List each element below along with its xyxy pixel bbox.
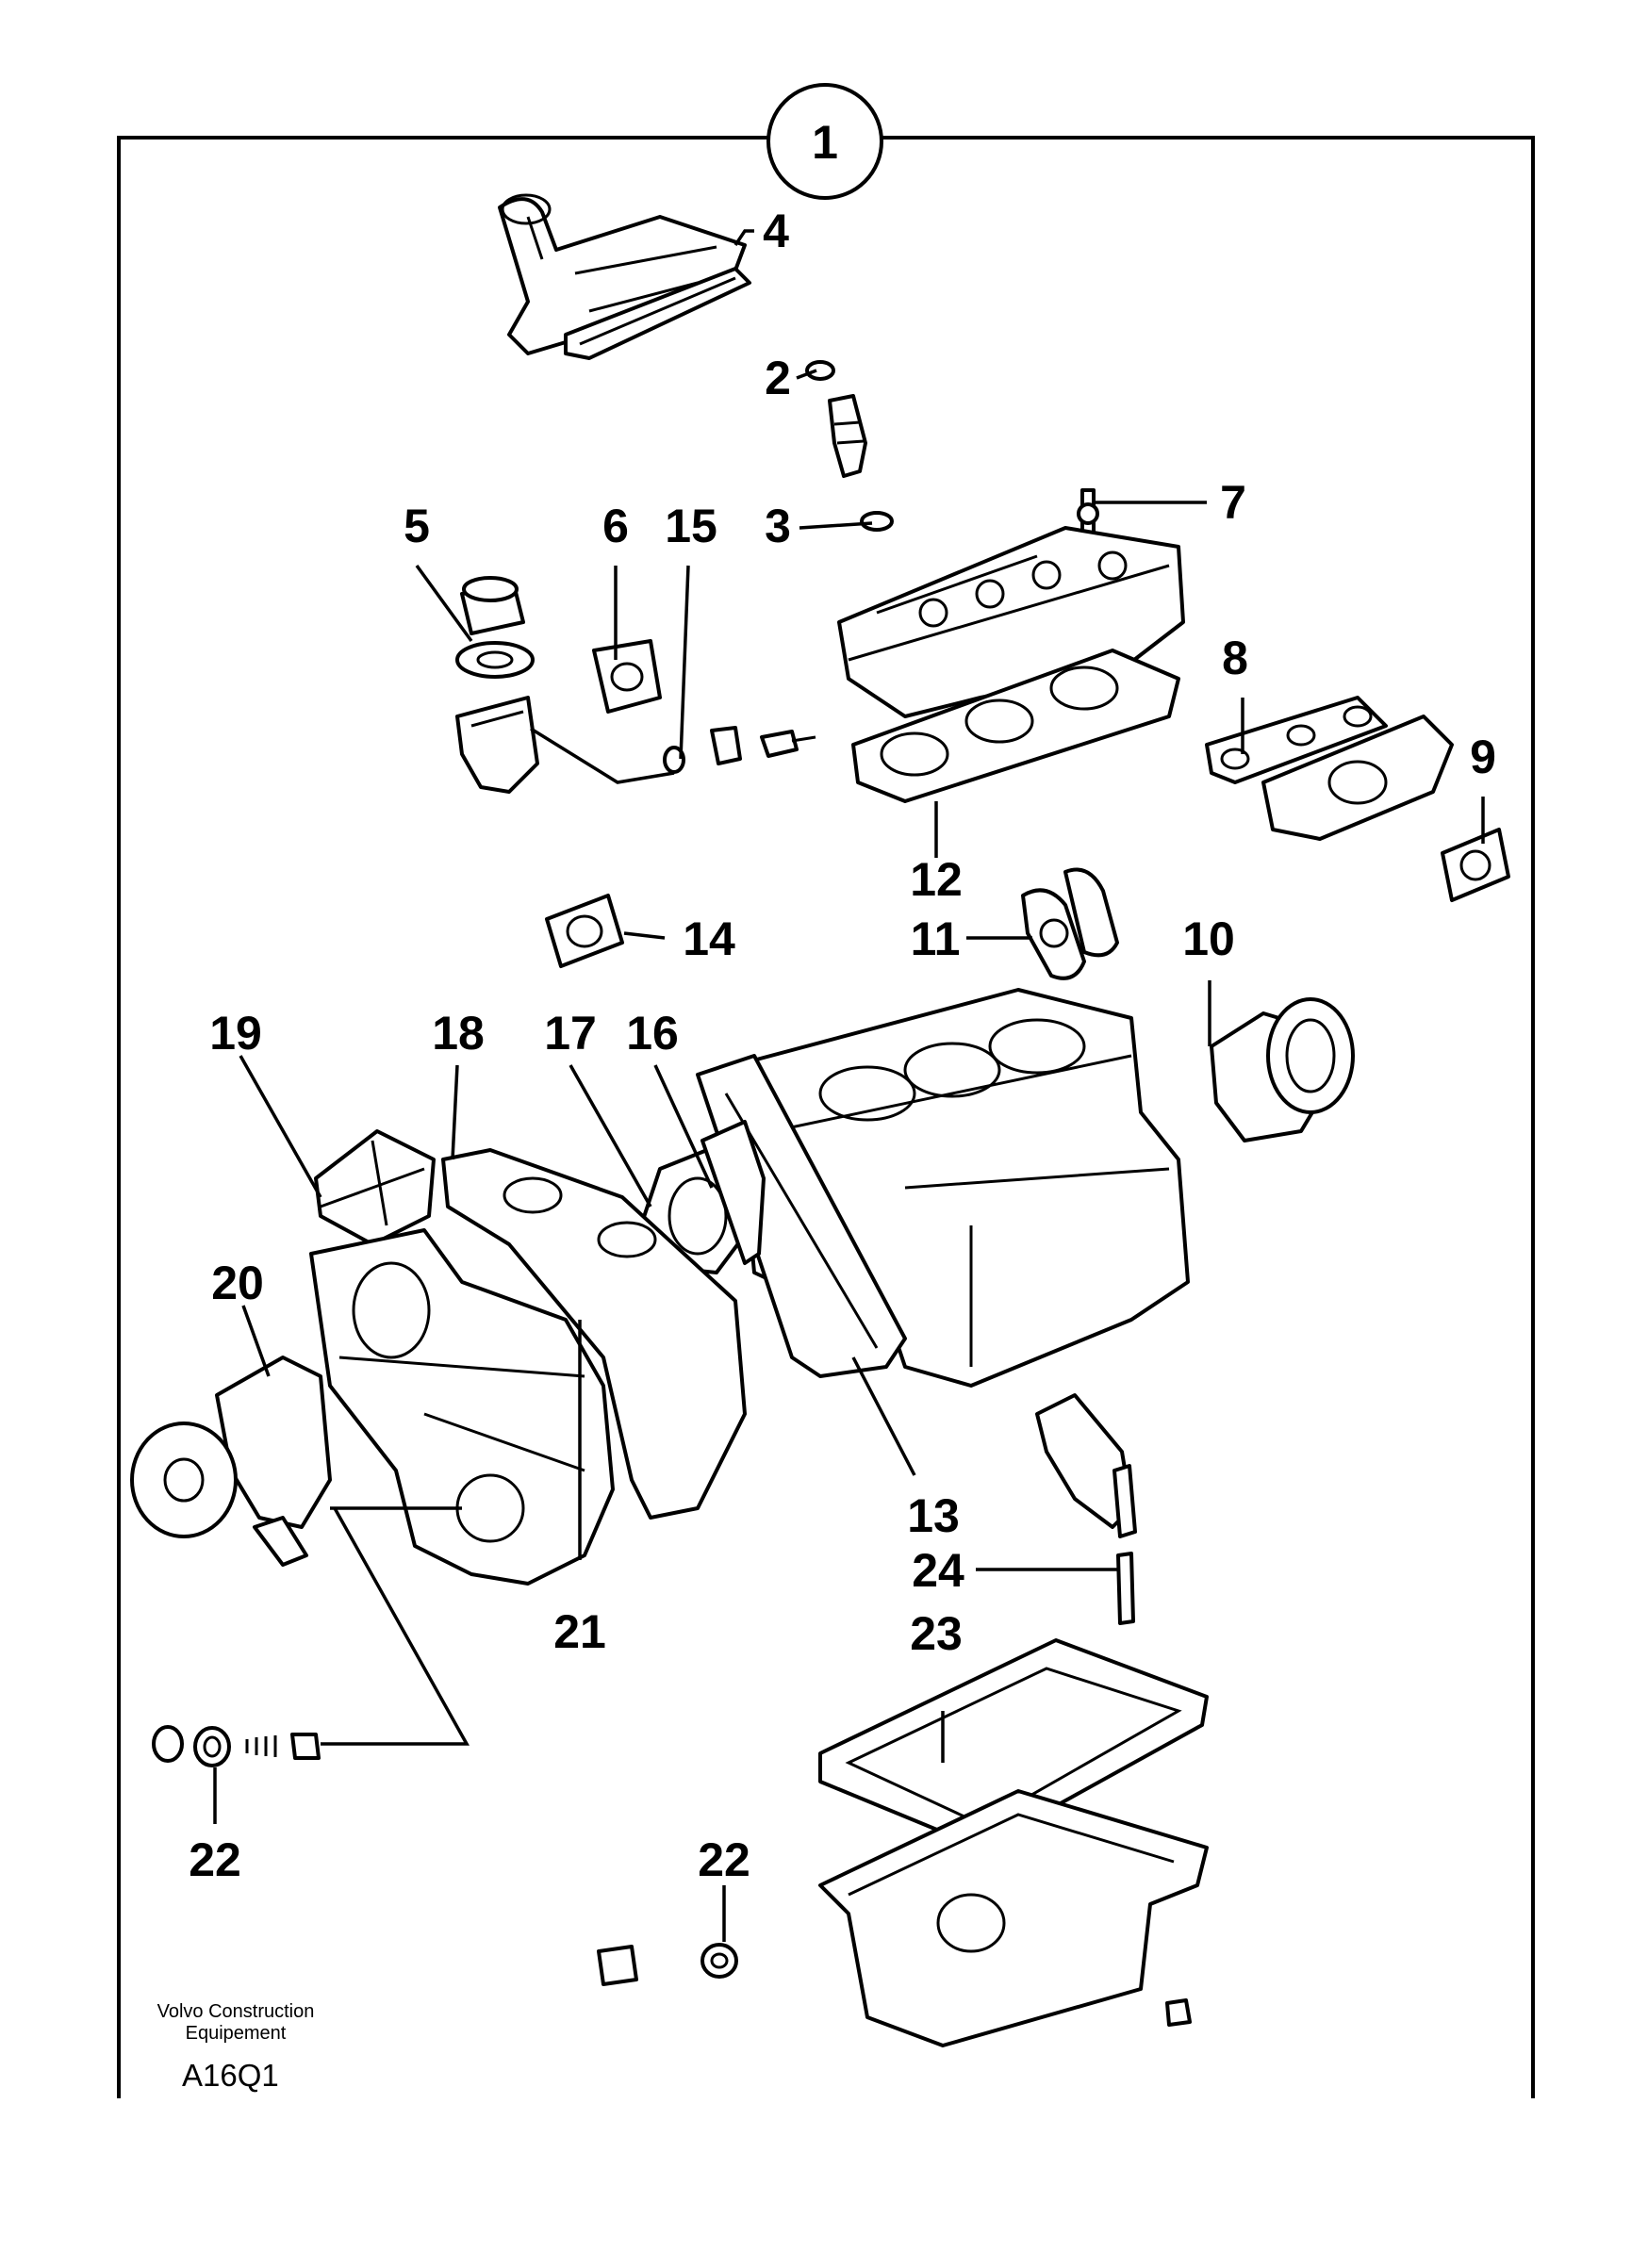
exhaust-manifold: [1261, 715, 1454, 841]
callout-15: 15: [665, 500, 717, 552]
callout-14: 14: [683, 912, 735, 965]
footer-credit: Volvo Construction Equipement A16Q1: [157, 2001, 315, 2093]
drain-plug: [597, 1943, 738, 1986]
part-4-water-manifold: [498, 193, 751, 360]
part-24-seal-strip: [1116, 1552, 1135, 1625]
part-18-timing-gasket: [441, 1148, 747, 1520]
callout-16: 16: [626, 1007, 679, 1060]
callout-19: 19: [209, 1007, 262, 1060]
callout-18: 18: [432, 1007, 485, 1060]
part-9-gasket: [1441, 828, 1510, 902]
relief-valve-parts: [152, 1725, 321, 1767]
oil-pan: [818, 1789, 1209, 2047]
header-number: 1: [812, 116, 838, 169]
part-11-gasket: [1021, 867, 1119, 980]
drawing-code: A16Q1: [182, 2058, 279, 2093]
part-24-bracket: [1035, 1393, 1137, 1538]
callout-10: 10: [1182, 912, 1235, 965]
callout-21: 21: [553, 1605, 606, 1658]
callout-11: 11: [911, 912, 961, 965]
callout-9: 9: [1470, 731, 1496, 783]
callout-5: 5: [404, 500, 430, 552]
part-12-head-gasket: [851, 649, 1180, 803]
callout-22-left: 22: [189, 1833, 241, 1886]
part-20-water-pump: [130, 1356, 332, 1567]
part-2-seal: [805, 360, 835, 381]
part-5-thermostat-set: [455, 576, 539, 794]
part-6-gasket: [592, 639, 662, 714]
part-3-seal: [860, 511, 894, 532]
callout-23: 23: [910, 1607, 963, 1660]
callout-12: 12: [910, 853, 963, 906]
part-19-cover: [314, 1129, 436, 1246]
temp-sensor: [710, 726, 816, 765]
credit-line-1: Volvo Construction: [157, 2001, 315, 2022]
callout-17: 17: [544, 1007, 597, 1060]
callout-20: 20: [211, 1257, 264, 1309]
callout-6: 6: [602, 500, 629, 552]
header-badge: 1: [766, 83, 883, 200]
part-14-cover-plate: [545, 894, 624, 968]
callout-13: 13: [907, 1489, 960, 1542]
callout-4: 4: [763, 205, 789, 257]
callout-24: 24: [912, 1544, 964, 1597]
credit-line-2: Equipement: [186, 2023, 287, 2044]
callout-labels: 4 2 3 7 5 6 15 8 9 12 14 11 10 19 18 17 …: [189, 205, 1496, 1886]
callout-8: 8: [1222, 632, 1248, 684]
sender-unit: [828, 394, 867, 478]
part-8-exhaust-gasket: [1205, 696, 1388, 784]
part-15-washer: [663, 746, 685, 774]
part-10-seal-housing: [1210, 997, 1355, 1142]
timing-cover: [309, 1228, 615, 1586]
diagram-frame: [117, 136, 1535, 2098]
part-23-oil-pan-gasket: [818, 1638, 1209, 1849]
leader-lines: [213, 229, 1485, 1942]
callout-22-right: 22: [698, 1833, 750, 1886]
callout-3: 3: [765, 500, 791, 552]
callout-7: 7: [1220, 476, 1246, 529]
small-plug: [1165, 1998, 1192, 2027]
callout-2: 2: [765, 352, 791, 404]
